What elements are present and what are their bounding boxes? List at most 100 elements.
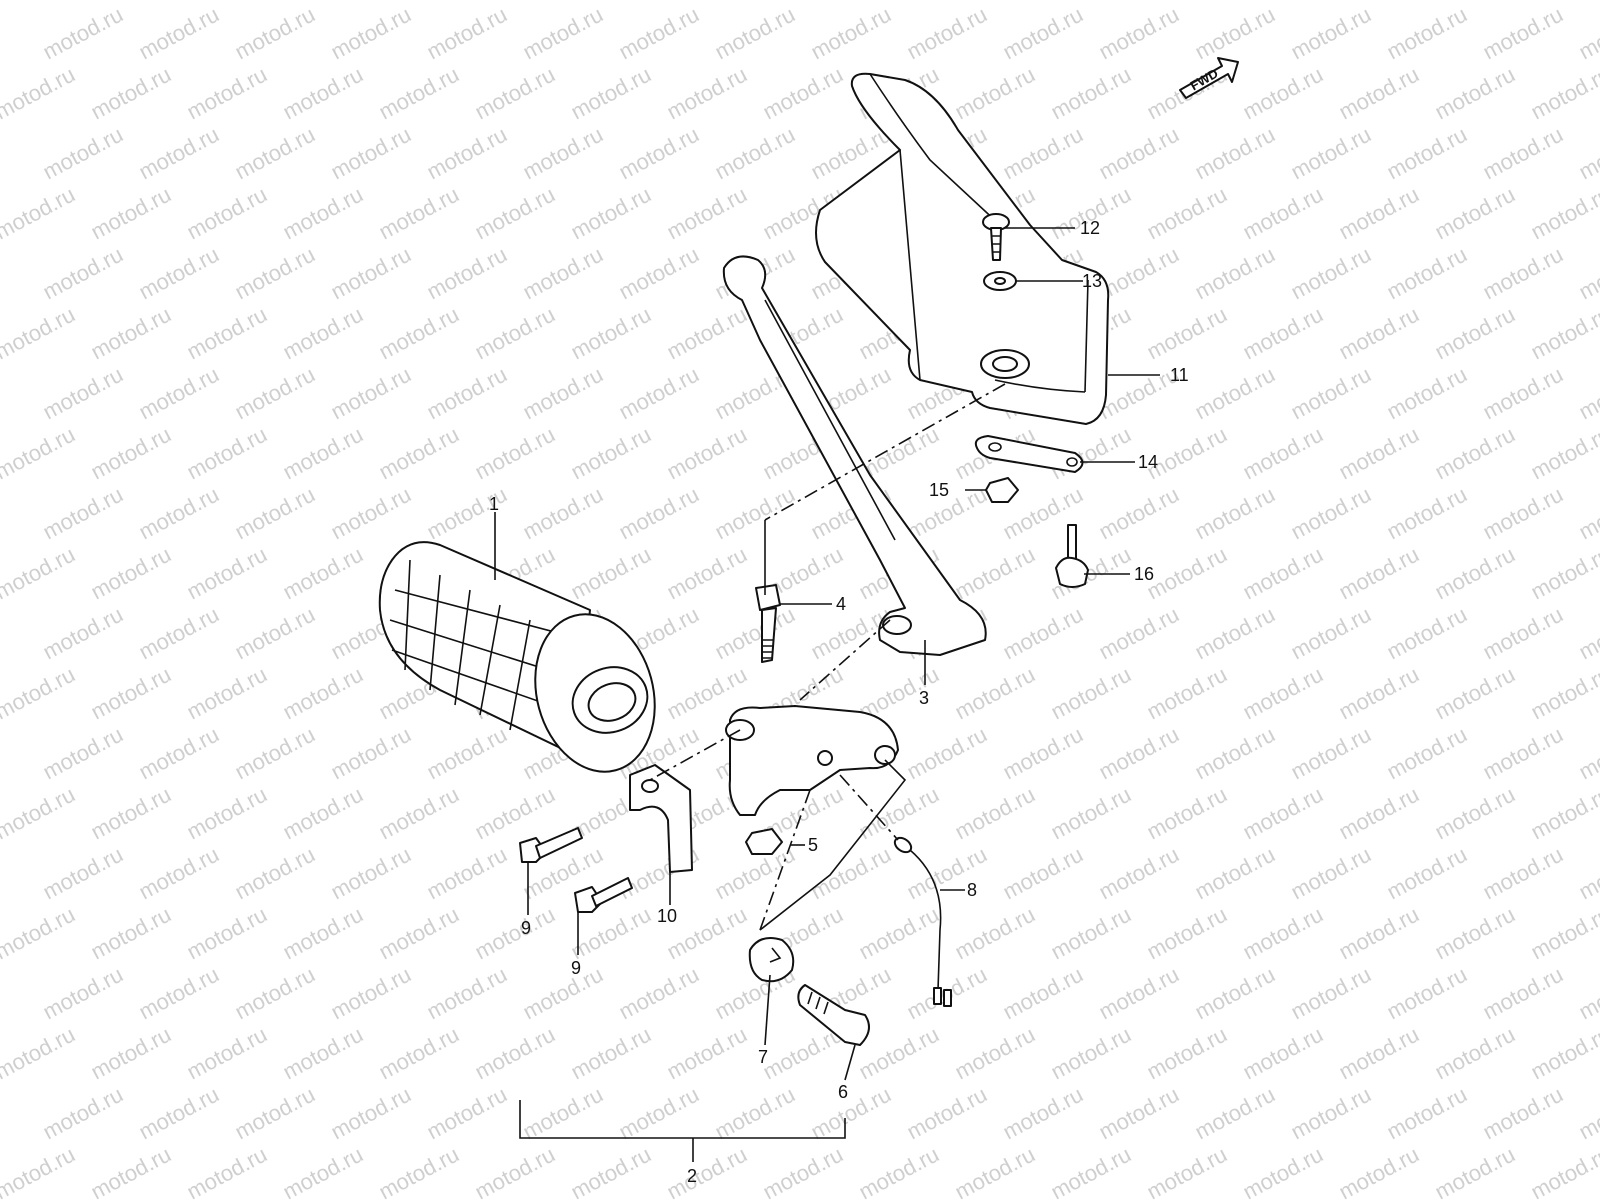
- watermark-text: motod.ru: [711, 602, 799, 665]
- watermark-text: motod.ru: [663, 302, 751, 365]
- watermark-text: motod.ru: [279, 0, 367, 4]
- watermark-text: motod.ru: [1239, 1142, 1327, 1200]
- watermark-text: motod.ru: [519, 1082, 607, 1145]
- watermark-text: motod.ru: [1383, 362, 1471, 425]
- watermark-text: motod.ru: [39, 482, 127, 545]
- watermark-text: motod.ru: [1191, 122, 1279, 185]
- lever-nut: [745, 828, 783, 855]
- watermark-text: motod.ru: [0, 422, 79, 485]
- watermark-text: motod.ru: [1143, 1022, 1231, 1085]
- watermark-text: motod.ru: [87, 662, 175, 725]
- watermark-text: motod.ru: [1239, 902, 1327, 965]
- watermark-text: motod.ru: [423, 122, 511, 185]
- watermark-text: motod.ru: [711, 2, 799, 65]
- watermark-text: motod.ru: [1095, 122, 1183, 185]
- watermark-text: motod.ru: [1143, 0, 1231, 4]
- watermark-text: motod.ru: [519, 482, 607, 545]
- watermark-text: motod.ru: [1047, 0, 1135, 4]
- guard-bolt: [1055, 524, 1089, 588]
- watermark-text: motod.ru: [1191, 962, 1279, 1025]
- watermark-text: motod.ru: [0, 662, 79, 725]
- watermark-text: motod.ru: [615, 2, 703, 65]
- watermark-text: motod.ru: [1383, 722, 1471, 785]
- watermark-text: motod.ru: [567, 302, 655, 365]
- watermark-text: motod.ru: [0, 182, 79, 245]
- watermark-text: motod.ru: [1191, 722, 1279, 785]
- watermark-text: motod.ru: [1383, 842, 1471, 905]
- watermark-text: motod.ru: [375, 1142, 463, 1200]
- watermark-text: motod.ru: [759, 0, 847, 4]
- watermark-text: motod.ru: [183, 0, 271, 4]
- watermark-text: motod.ru: [471, 302, 559, 365]
- watermark-text: motod.ru: [279, 182, 367, 245]
- watermark-text: motod.ru: [1287, 482, 1375, 545]
- watermark-text: motod.ru: [1335, 182, 1423, 245]
- watermark-text: motod.ru: [327, 842, 415, 905]
- callout-13: 13: [1082, 271, 1102, 291]
- watermark-text: motod.ru: [183, 422, 271, 485]
- watermark-text: motod.ru: [615, 122, 703, 185]
- handlebar-grip: [378, 541, 656, 773]
- watermark-text: motod.ru: [1335, 662, 1423, 725]
- watermark-text: motod.ru: [1479, 602, 1567, 665]
- callout-11: 11: [1170, 365, 1189, 385]
- watermark-text: motod.ru: [1383, 1082, 1471, 1145]
- watermark-text: motod.ru: [231, 1082, 319, 1145]
- watermark-text: motod.ru: [1431, 542, 1519, 605]
- watermark-text: motod.ru: [471, 902, 559, 965]
- watermark-text: motod.ru: [135, 482, 223, 545]
- watermark-text: motod.ru: [663, 1022, 751, 1085]
- watermark-text: motod.ru: [1431, 0, 1519, 4]
- watermark-text: motod.ru: [279, 662, 367, 725]
- watermark-text: motod.ru: [183, 182, 271, 245]
- watermark-text: motod.ru: [1527, 182, 1600, 245]
- watermark-text: motod.ru: [1239, 0, 1327, 4]
- callout-2: 2: [687, 1166, 697, 1186]
- watermark-text: motod.ru: [183, 542, 271, 605]
- watermark-text: motod.ru: [663, 62, 751, 125]
- pivot-bolt: [755, 584, 781, 663]
- watermark-text: motod.ru: [951, 0, 1039, 4]
- watermark-text: motod.ru: [1527, 1142, 1600, 1200]
- watermark-text: motod.ru: [567, 1142, 655, 1200]
- watermark-text: motod.ru: [663, 1142, 751, 1200]
- watermark-text: motod.ru: [0, 1142, 79, 1200]
- watermark-text: motod.ru: [1287, 722, 1375, 785]
- watermark-text: motod.ru: [1335, 62, 1423, 125]
- watermark-text: motod.ru: [1431, 182, 1519, 245]
- watermark-text: motod.ru: [999, 2, 1087, 65]
- watermark-text: motod.ru: [423, 962, 511, 1025]
- watermark-text: motod.ru: [1527, 542, 1600, 605]
- watermark-text: motod.ru: [1527, 782, 1600, 845]
- watermark-text: motod.ru: [951, 62, 1039, 125]
- watermark-text: motod.ru: [39, 242, 127, 305]
- assembly-line-clamp: [649, 729, 741, 781]
- callout-10: 10: [657, 906, 677, 926]
- watermark-text: motod.ru: [279, 422, 367, 485]
- watermark-text: motod.ru: [135, 122, 223, 185]
- watermark-text: motod.ru: [903, 842, 991, 905]
- watermark-text: motod.ru: [87, 1142, 175, 1200]
- watermark-text: motod.ru: [519, 362, 607, 425]
- watermark-text: motod.ru: [39, 722, 127, 785]
- watermark-text: motod.ru: [183, 1022, 271, 1085]
- watermark-text: motod.ru: [567, 422, 655, 485]
- watermark-text: motod.ru: [1383, 242, 1471, 305]
- watermark-text: motod.ru: [231, 482, 319, 545]
- watermark-text: motod.ru: [471, 62, 559, 125]
- watermark-text: motod.ru: [903, 2, 991, 65]
- watermark-text: motod.ru: [663, 422, 751, 485]
- watermark-text: motod.ru: [759, 1142, 847, 1200]
- watermark-text: motod.ru: [1383, 962, 1471, 1025]
- watermark-text: motod.ru: [0, 0, 79, 4]
- watermark-text: motod.ru: [663, 0, 751, 4]
- watermark-text: motod.ru: [1239, 422, 1327, 485]
- watermark-text: motod.ru: [1191, 842, 1279, 905]
- watermark-text: motod.ru: [1527, 422, 1600, 485]
- watermark-text: motod.ru: [1527, 0, 1600, 4]
- watermark-text: motod.ru: [39, 1082, 127, 1145]
- watermark-text: motod.ru: [711, 482, 799, 545]
- watermark-text: motod.ru: [87, 302, 175, 365]
- watermark-text: motod.ru: [471, 182, 559, 245]
- watermark-text: motod.ru: [1047, 62, 1135, 125]
